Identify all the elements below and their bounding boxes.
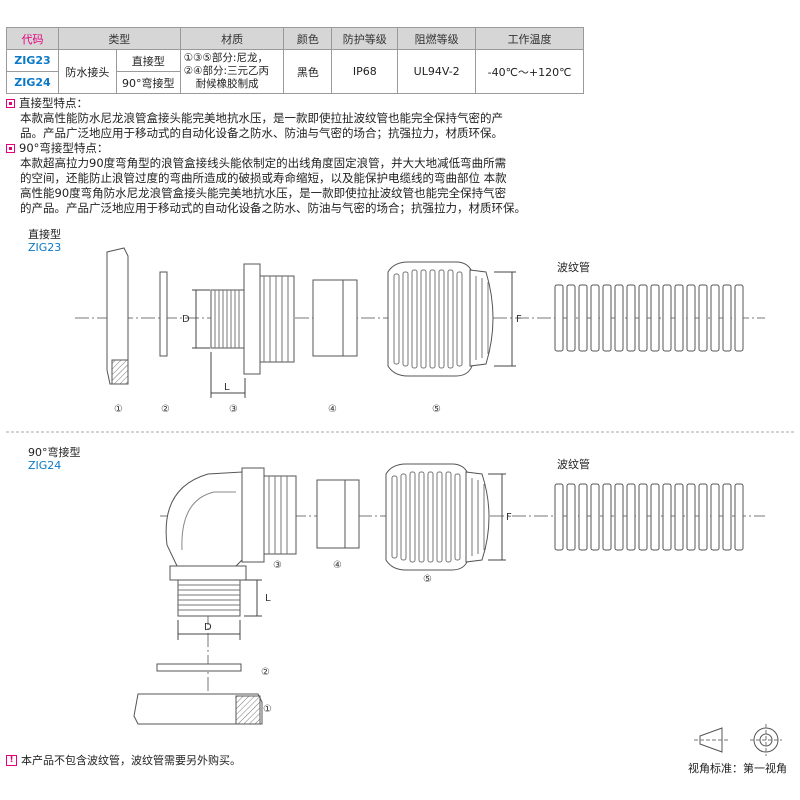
part-number: ①	[114, 404, 123, 415]
dimension-d	[177, 620, 241, 640]
diagram1-hose-label: 波纹管	[557, 261, 590, 274]
footnote: ! 本产品不包含波纹管，波纹管需要另外购买。	[6, 752, 241, 768]
corrugated-hose	[554, 284, 744, 352]
temperature-cell: -40℃～+120℃	[475, 49, 584, 94]
header-flame: 阻燃等级	[397, 27, 477, 50]
part-1-nut	[133, 693, 263, 725]
part-number: ⑤	[423, 574, 432, 585]
diagram2-code: ZIG24	[28, 459, 62, 472]
material-line: ①③⑤部分:尼龙，	[183, 52, 268, 64]
paragraph-line: 的空间，还能防止浪管过度的弯曲所造成的破损或寿命缩短，以及能保护电缆线的弯曲部位…	[20, 171, 507, 185]
dimension-l	[210, 352, 246, 398]
type-sub-cell: 90°弯接型	[115, 71, 181, 94]
section-title: 直接型特点：	[19, 96, 88, 110]
part-5-cap-nut	[385, 463, 490, 571]
dimension-l	[244, 579, 262, 617]
paragraph-line: 高性能90度弯角防水尼龙浪管盒接头能完美地抗水压，是一款即使拉扯波纹管也能完全保…	[20, 186, 507, 200]
paragraph-line: 本款超高拉力90度弯角型的浪管盒接线头能依制定的出线角度固定浪管，并大大地减低弯…	[20, 156, 507, 170]
spec-table: 代码 类型 材质 颜色 防护等级 阻燃等级 工作温度 ZIG23 防水接头 直接…	[6, 27, 584, 94]
paragraph-line: 本款高性能防水尼龙浪管盒接头能完美地抗水压，是一款即使拉扯波纹管也能完全保持气密…	[20, 111, 503, 125]
diagram1-code: ZIG23	[28, 241, 62, 254]
part-3-body	[210, 263, 295, 375]
part-2-gasket	[159, 271, 168, 357]
diagram2-hose-label: 波纹管	[557, 458, 590, 471]
dim-l-label: L	[224, 382, 230, 393]
part-number: ③	[273, 560, 282, 571]
dim-d-label: D	[204, 622, 212, 633]
part-number: ⑤	[432, 404, 441, 415]
dim-f-label: F	[506, 512, 512, 523]
flame-cell: UL94V-2	[397, 49, 477, 94]
part-3-elbow-body	[165, 467, 297, 617]
footnote-text: 本产品不包含波纹管，波纹管需要另外购买。	[21, 754, 241, 767]
paragraph-line: 品。产品广泛地应用于移动式的自动化设备之防水、防油与气密的场合；抗强拉力，材质环…	[20, 126, 503, 140]
diagram2-title: 90°弯接型	[28, 446, 81, 459]
dim-l-label: L	[265, 593, 271, 604]
header-material: 材质	[179, 27, 285, 50]
header-type: 类型	[57, 27, 181, 50]
dim-d-label: D	[182, 314, 190, 325]
dimension-f	[488, 473, 506, 561]
straight-features: 直接型特点： 本款高性能防水尼龙浪管盒接头能完美地抗水压，是一款即使拉扯波纹管也…	[6, 96, 796, 141]
paragraph-line: 的产品。产品广泛地应用于移动式的自动化设备之防水、防油与气密的场合；抗强拉力，材…	[20, 201, 526, 215]
bullet-icon	[6, 99, 15, 108]
code-cell: ZIG23	[6, 49, 59, 72]
view-standard-label: 视角标准：第一视角	[688, 762, 787, 775]
table-row: ZIG23 防水接头 直接型 ①③⑤部分:尼龙， ②④部分:三元乙丙 耐候橡胶制…	[6, 49, 584, 94]
section-title: 90°弯接型特点：	[19, 141, 109, 155]
code-cell: ZIG24	[6, 71, 59, 94]
material-line: 耐候橡胶制成	[195, 78, 259, 90]
part-5-cap-nut	[387, 261, 494, 377]
part-4-seal	[312, 279, 358, 357]
dim-f-label: F	[516, 314, 522, 325]
material-cell: ①③⑤部分:尼龙， ②④部分:三元乙丙 耐候橡胶制成	[179, 49, 285, 94]
part-number: ④	[333, 560, 342, 571]
part-2-gasket	[156, 663, 242, 672]
header-protection: 防护等级	[331, 27, 399, 50]
material-line: ②④部分:三元乙丙	[183, 65, 270, 77]
warning-icon: !	[6, 754, 17, 766]
table-header-row: 代码 类型 材质 颜色 防护等级 阻燃等级 工作温度	[6, 27, 584, 50]
part-1-nut	[106, 247, 129, 385]
dimension-d	[192, 289, 210, 349]
first-angle-view-icon	[694, 724, 782, 756]
dimension-f	[494, 271, 516, 367]
elbow-features: 90°弯接型特点： 本款超高拉力90度弯角型的浪管盒接线头能依制定的出线角度固定…	[6, 141, 796, 216]
diagram1-title: 直接型	[28, 228, 61, 241]
part-4-seal	[316, 479, 360, 549]
protection-cell: IP68	[331, 49, 399, 94]
corrugated-hose	[554, 483, 744, 551]
type-sub-cell: 直接型	[115, 49, 181, 72]
part-number: ④	[328, 404, 337, 415]
header-temperature: 工作温度	[475, 27, 584, 50]
part-number: ②	[261, 667, 270, 678]
part-number: ①	[263, 704, 272, 715]
table-row: ZIG24 90°弯接型	[6, 71, 584, 94]
header-code: 代码	[6, 27, 59, 50]
bullet-icon	[6, 144, 15, 153]
part-number: ②	[161, 404, 170, 415]
color-cell: 黑色	[283, 49, 333, 94]
part-number: ③	[229, 404, 238, 415]
